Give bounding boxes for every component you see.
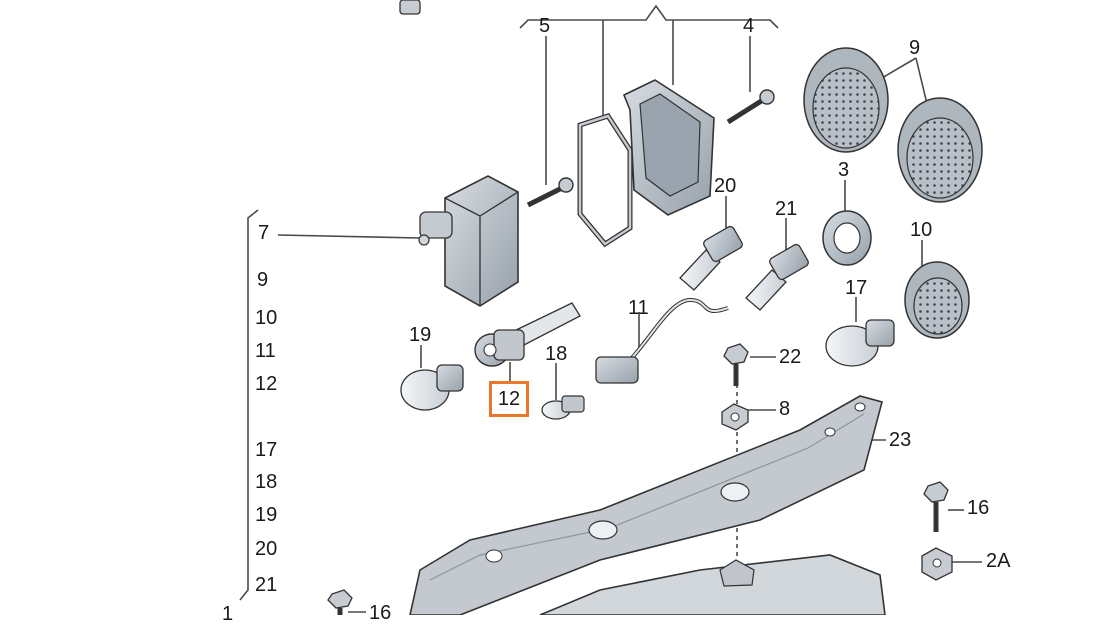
callout-2a: 2A [986,550,1011,572]
wiring-11 [595,297,729,384]
side-list-item: 9 [257,269,269,291]
callout-7: 7 [258,222,270,244]
bulb-socket-12 [474,302,581,367]
nut-8 [721,403,749,431]
side-list-item: 12 [255,373,278,395]
side-list-bracket [239,209,259,601]
callout-17: 17 [845,277,868,299]
side-list-item: 19 [255,504,278,526]
control-unit [622,79,715,216]
callout-8: 8 [779,398,791,420]
bulb-20 [679,225,743,291]
nut-2a [921,547,953,581]
callout-3: 3 [838,159,850,181]
screw-22 [723,343,749,386]
bulb-holder-3 [822,210,872,266]
top-clip [399,0,421,15]
callout-19: 19 [409,324,432,346]
callout-18: 18 [545,343,568,365]
range-control-motor-7 [418,175,519,307]
bolt-16-bottom [327,589,353,615]
bulb-17 [825,319,895,367]
screw-4 [726,89,775,125]
cover-cap-9-b [897,97,983,203]
cover-cap-9-a [803,47,889,153]
bulb-18 [541,395,585,420]
callout-4: 4 [743,15,755,37]
callout-1: 1 [222,603,234,625]
callout-9-top: 9 [909,37,921,59]
callout-10-right: 10 [910,219,933,241]
bulb-19 [400,364,464,411]
bolt-16-right [923,481,949,532]
screw-5 [526,177,574,208]
side-list-item: 17 [255,439,278,461]
bulb-21 [745,243,809,311]
callout-5: 5 [539,15,551,37]
headlamp-housing [539,554,886,615]
callout-21: 21 [775,198,798,220]
callout-16-right: 16 [967,497,990,519]
side-list-item: 21 [255,574,278,596]
side-list-item: 20 [255,538,278,560]
side-list-item: 11 [255,340,276,362]
gasket [577,113,633,248]
callout-20: 20 [714,175,737,197]
cover-cap-10 [904,261,970,339]
mounting-bracket-23 [409,395,883,615]
callout-23: 23 [889,429,912,451]
side-list-item: 18 [255,471,278,493]
group-bracket [519,4,779,29]
side-list-item: 10 [255,307,278,329]
callout-16-bottom: 16 [369,602,392,624]
callout-22: 22 [779,346,802,368]
callout-12-highlighted[interactable]: 12 [489,381,529,417]
callout-11: 11 [628,297,649,319]
